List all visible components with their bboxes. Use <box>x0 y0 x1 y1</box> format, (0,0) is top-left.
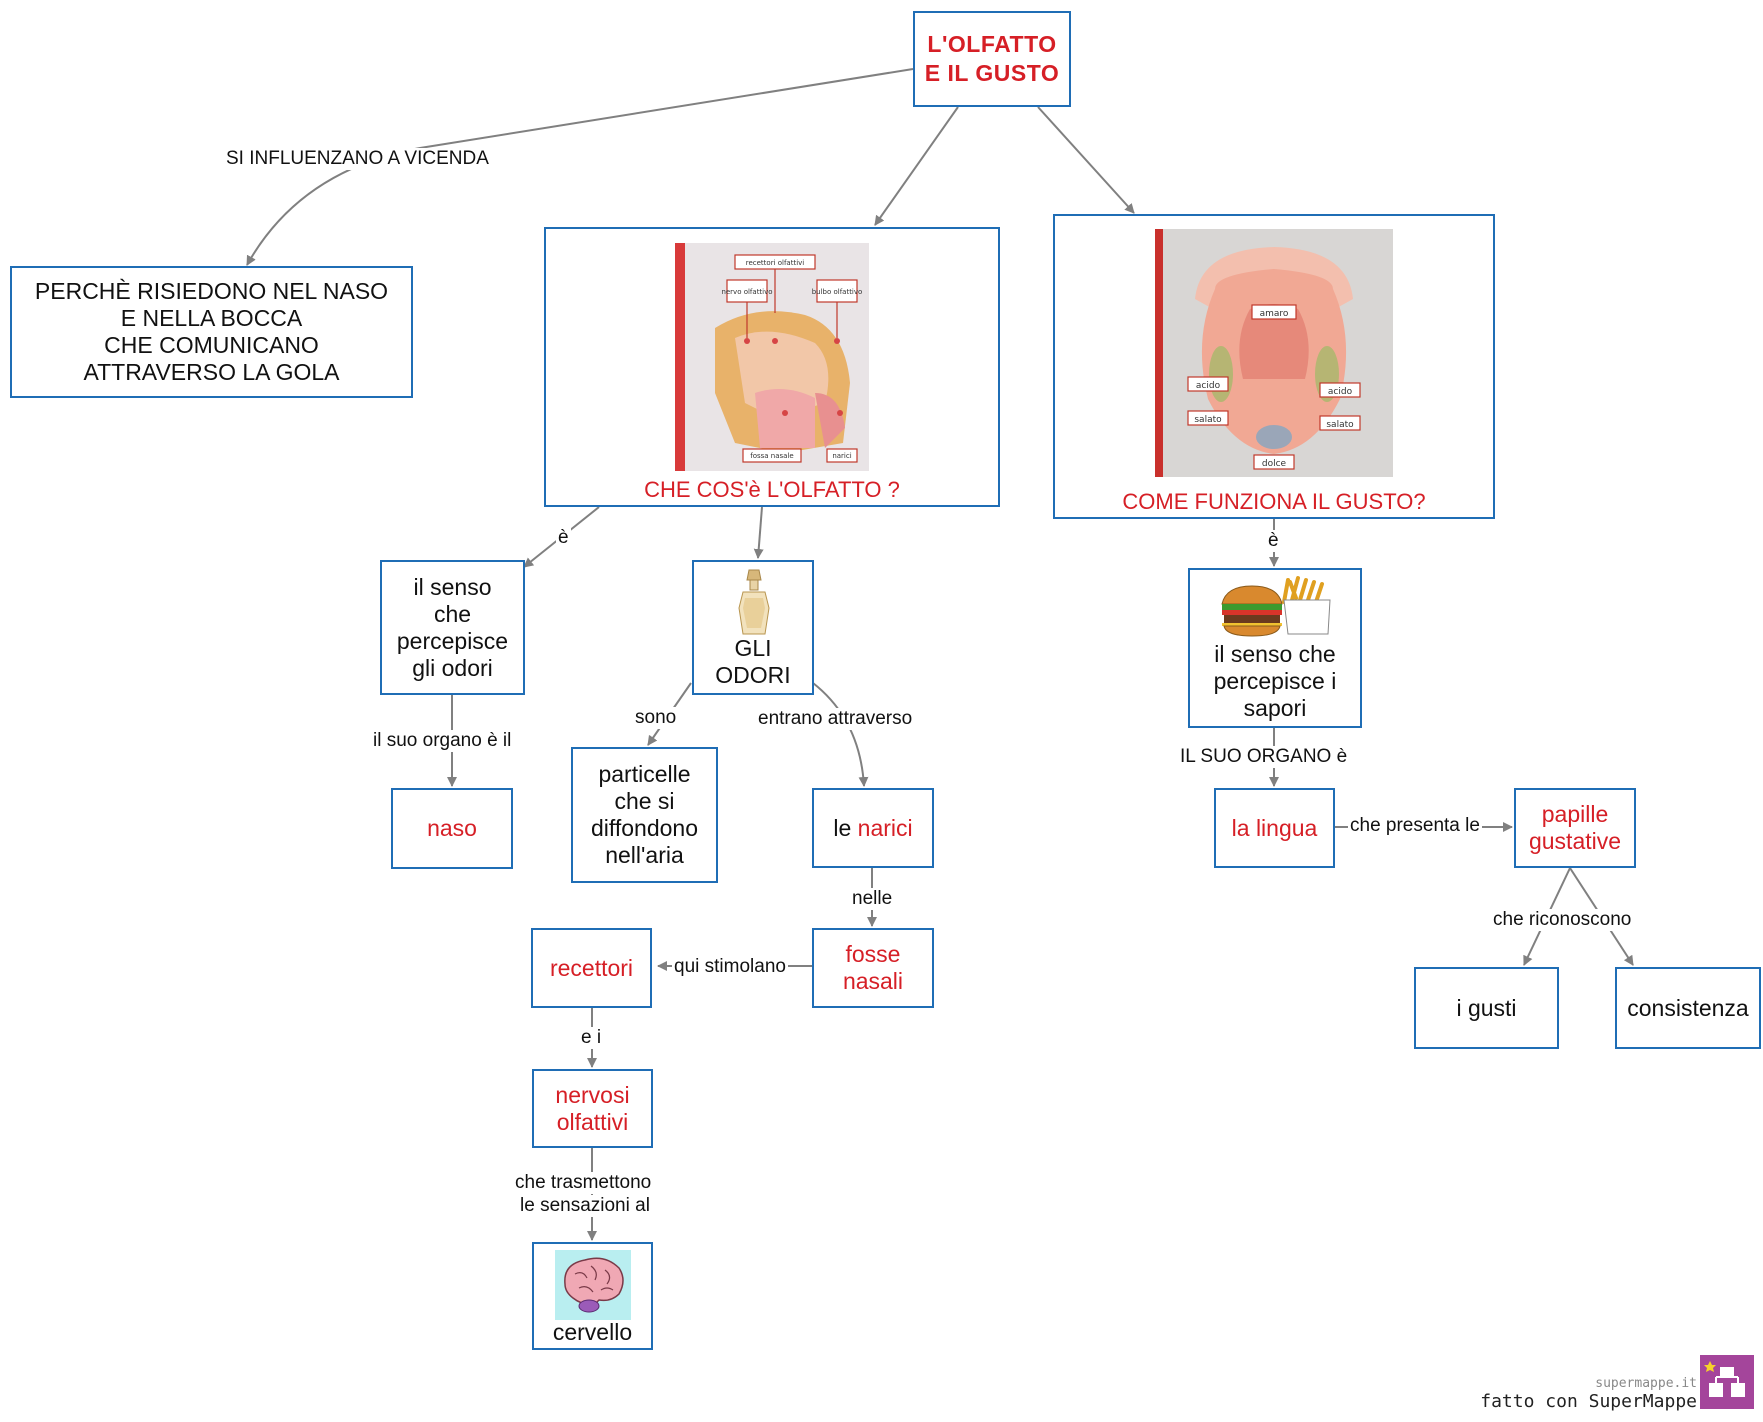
perche-line-2: E NELLA BOCCA <box>120 305 303 331</box>
link-odori-narici <box>812 682 869 787</box>
link-root-olfatto <box>874 106 959 226</box>
senso-odori-line-3: percepisce <box>396 627 509 654</box>
title-node[interactable]: L'OLFATTO E IL GUSTO <box>913 11 1071 107</box>
brand-site: supermappe.it <box>1595 1376 1697 1391</box>
perche-node[interactable]: PERCHÈ RISIEDONO NEL NASO E NELLA BOCCA … <box>10 266 413 398</box>
label-riconoscono: che riconoscono <box>1491 909 1634 931</box>
lingua-label: la lingua <box>1231 814 1318 841</box>
narici-label: le narici <box>833 815 912 842</box>
consistenza-label: consistenza <box>1627 994 1749 1021</box>
senso-sapori-line-1: il senso che <box>1214 641 1336 667</box>
label-stimolano: qui stimolano <box>672 956 788 978</box>
particelle-node[interactable]: particelle che si diffondono nell'aria <box>571 747 718 883</box>
gusto-node[interactable]: amaro acido acido salato salato dolce CO… <box>1053 214 1495 519</box>
label-presenta: che presenta le <box>1348 815 1482 837</box>
label-trasmettono-1: che trasmettono <box>513 1172 654 1194</box>
brand-made: fatto con SuperMappe <box>1480 1391 1697 1412</box>
brand-block: supermappe.it fatto con SuperMappe <box>1480 1376 1697 1412</box>
tongue-label-salato-right: salato <box>1326 420 1354 430</box>
particelle-line-1: particelle <box>598 761 691 787</box>
particelle-line-4: nell'aria <box>605 842 684 868</box>
narici-node[interactable]: le narici <box>812 788 934 868</box>
narici-word: narici <box>857 814 913 841</box>
tongue-label-acido-left: acido <box>1196 381 1221 391</box>
fosse-line-1: fosse <box>845 941 901 967</box>
senso-sapori-node[interactable]: il senso che percepisce i sapori <box>1188 568 1362 728</box>
nose-label-narici: narici <box>832 452 851 460</box>
perche-line-4: ATTRAVERSO LA GOLA <box>83 359 340 385</box>
nose-label-bulbo: bulbo olfattivo <box>812 288 863 296</box>
fosse-node[interactable]: fosse nasali <box>812 928 934 1008</box>
cervello-node[interactable]: cervello <box>532 1242 653 1350</box>
nose-anatomy-image: recettori olfattivi nervo olfattivo bulb… <box>675 243 869 471</box>
lingua-node[interactable]: la lingua <box>1214 788 1335 868</box>
senso-odori-line-4: gli odori <box>412 654 493 681</box>
tongue-label-dolce: dolce <box>1262 459 1287 469</box>
tongue-label-amaro: amaro <box>1260 309 1289 319</box>
label-organo-il: il suo organo è il <box>371 730 514 752</box>
link-root-gusto <box>1037 106 1135 214</box>
nose-label-fossa: fossa nasale <box>750 452 793 460</box>
label-trasmettono-2: le sensazioni al <box>518 1195 652 1217</box>
nose-label-recettori: recettori olfattivi <box>746 259 805 267</box>
fosse-line-2: nasali <box>842 968 904 994</box>
particelle-line-3: diffondono <box>590 815 698 841</box>
label-entrano: entrano attraverso <box>756 708 915 730</box>
gusto-question: COME FUNZIONA IL GUSTO? <box>1122 489 1426 514</box>
odori-line-1: GLI <box>734 635 772 661</box>
perche-line-3: CHE COMUNICANO <box>104 332 319 358</box>
label-nelle: nelle <box>850 888 895 910</box>
odori-node[interactable]: GLI ODORI <box>692 560 814 695</box>
perche-line-1: PERCHÈ RISIEDONO NEL NASO <box>34 278 389 304</box>
olfatto-node[interactable]: recettori olfattivi nervo olfattivo bulb… <box>544 227 1000 507</box>
gusti-node[interactable]: i gusti <box>1414 967 1559 1049</box>
odori-line-2: ODORI <box>715 662 791 688</box>
nose-label-nervo: nervo olfattivo <box>721 288 772 296</box>
label-e-olfatto: è <box>556 527 571 549</box>
particelle-line-2: che si <box>614 788 675 814</box>
olfatto-question: CHE COS'è L'OLFATTO ? <box>644 477 900 502</box>
title-line-2: E IL GUSTO <box>924 60 1060 86</box>
papille-line-1: papille <box>1541 801 1609 827</box>
senso-sapori-line-3: sapori <box>1243 695 1307 721</box>
burger-fries-icon <box>1221 576 1331 637</box>
cervello-label: cervello <box>552 1319 633 1345</box>
senso-odori-line-2: che <box>433 600 472 627</box>
nervosi-line-1: nervosi <box>555 1081 630 1108</box>
tongue-label-salato-left: salato <box>1194 415 1222 425</box>
naso-node[interactable]: naso <box>391 788 513 869</box>
recettori-node[interactable]: recettori <box>531 928 652 1008</box>
consistenza-node[interactable]: consistenza <box>1615 967 1761 1049</box>
link-olfatto-odori <box>753 506 764 559</box>
nervosi-node[interactable]: nervosi olfattivi <box>532 1069 653 1148</box>
senso-sapori-line-2: percepisce i <box>1213 668 1337 694</box>
supermappe-logo-icon <box>1700 1355 1754 1409</box>
tongue-image: amaro acido acido salato salato dolce <box>1155 229 1393 477</box>
nervosi-line-2: olfattivi <box>556 1108 629 1135</box>
title-line-1: L'OLFATTO <box>927 31 1057 57</box>
narici-prefix: le <box>833 814 858 841</box>
tongue-label-acido-right: acido <box>1328 387 1353 397</box>
label-sono: sono <box>633 707 679 729</box>
naso-label: naso <box>427 815 477 841</box>
senso-odori-line-1: il senso <box>413 573 492 600</box>
label-organo-gusto: IL SUO ORGANO è <box>1178 746 1350 768</box>
brain-icon <box>555 1250 631 1320</box>
recettori-label: recettori <box>549 954 634 981</box>
papille-line-2: gustative <box>1528 828 1622 854</box>
label-e-gusto: è <box>1266 530 1281 552</box>
perfume-bottle-icon <box>738 569 770 635</box>
senso-odori-node[interactable]: il senso che percepisce gli odori <box>380 560 525 695</box>
papille-node[interactable]: papille gustative <box>1514 788 1636 868</box>
gusti-label: i gusti <box>1456 994 1517 1021</box>
label-e-i: e i <box>579 1027 604 1049</box>
label-influenzano: SI INFLUENZANO A VICENDA <box>224 148 491 170</box>
